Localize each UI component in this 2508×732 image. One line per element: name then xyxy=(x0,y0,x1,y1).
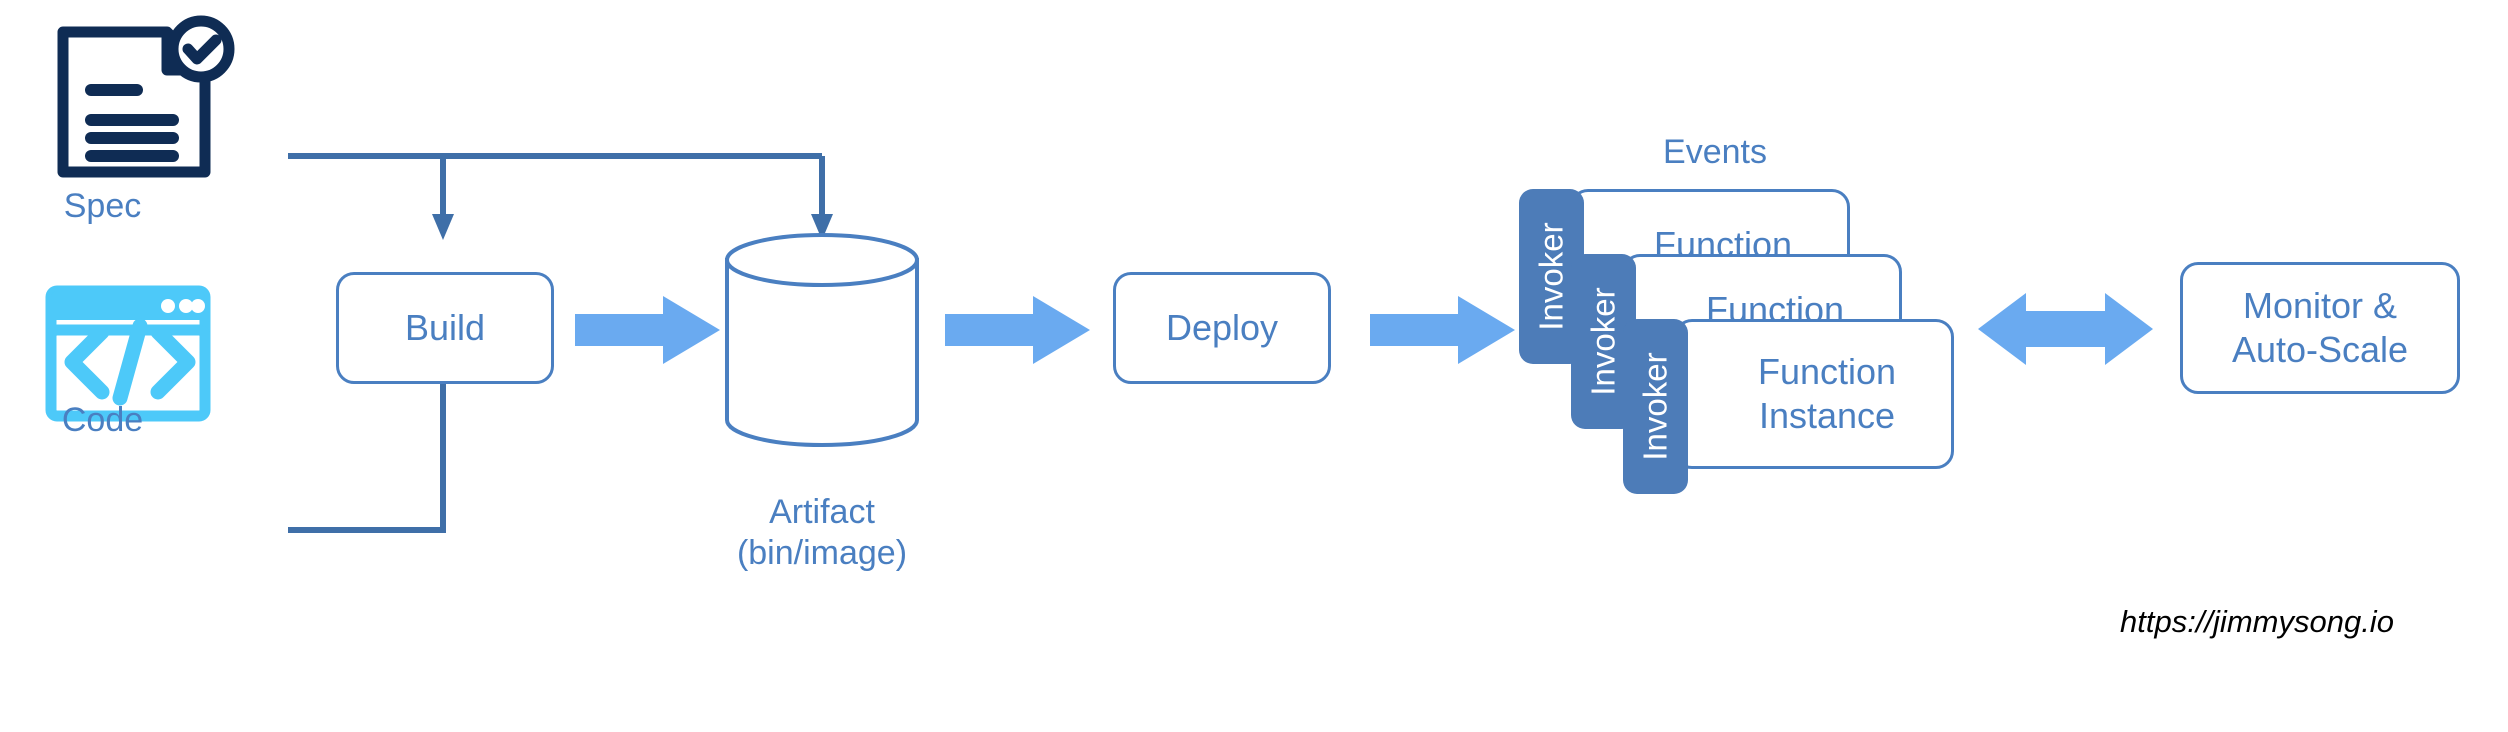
function-card-3[interactable]: Function Instance xyxy=(1674,319,1954,469)
artifact-to-deploy-arrow xyxy=(945,296,1090,364)
invoker-tab-1-label: Invoker xyxy=(1533,222,1570,331)
code-label: Code xyxy=(61,401,144,439)
document-check-icon xyxy=(55,15,240,180)
monitor-autoscale-label: Monitor & Auto-Scale xyxy=(2231,285,2409,370)
spec-to-artifact-connector xyxy=(811,156,833,240)
monitor-autoscale-box[interactable]: Monitor & Auto-Scale xyxy=(2180,262,2460,394)
watermark: https://jimmysong.io xyxy=(2120,604,2394,639)
invoker-tab-3[interactable]: Invoker xyxy=(1623,319,1688,494)
deploy-box[interactable]: Deploy xyxy=(1113,272,1331,384)
functions-to-monitor-arrow xyxy=(1978,289,2153,369)
invoker-tab-3-label: Invoker xyxy=(1637,352,1674,461)
artifact-label: Artifact (bin/image) xyxy=(736,493,908,573)
spec-label: Spec xyxy=(63,187,142,225)
artifact-cylinder[interactable] xyxy=(722,233,922,447)
build-label: Build xyxy=(404,307,486,349)
deploy-to-functions-arrow xyxy=(1370,296,1515,364)
build-box[interactable]: Build xyxy=(336,272,554,384)
spec-to-build-connector xyxy=(288,153,822,240)
events-label: Events xyxy=(1663,133,1767,171)
deploy-label: Deploy xyxy=(1165,307,1279,349)
build-to-artifact-arrow xyxy=(575,296,720,364)
invoker-tab-2-label: Invoker xyxy=(1585,287,1622,396)
function-card-3-label: Function Instance xyxy=(1757,351,1897,436)
